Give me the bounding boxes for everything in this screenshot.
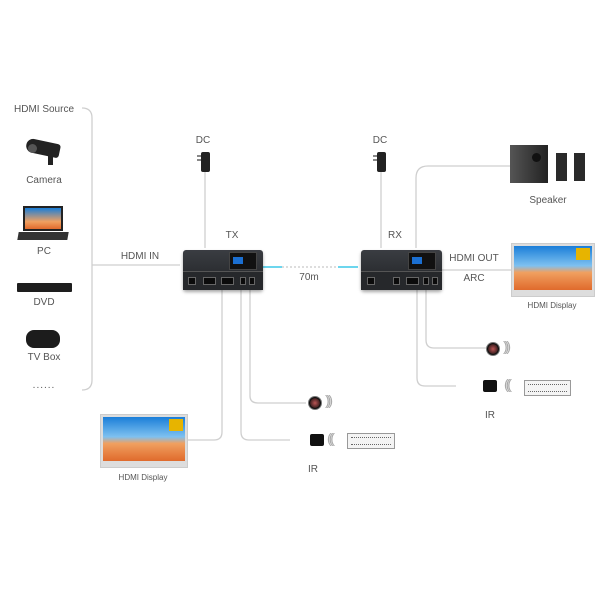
hdmi-out-label: HDMI OUT xyxy=(449,253,499,264)
rx-ir-receiver-cable xyxy=(425,290,486,349)
speaker-icon xyxy=(510,145,592,187)
rx-label: RX xyxy=(388,230,402,241)
tx-label: TX xyxy=(225,230,239,241)
rx-remote-icon xyxy=(524,380,571,396)
hdmi-in-label: HDMI IN xyxy=(120,251,160,262)
more-sources-ellipsis: ...... xyxy=(32,380,56,391)
rx-hdmi-display-icon xyxy=(511,243,595,297)
tx-hdmi-display-label: HDMI Display xyxy=(118,473,168,482)
distance-label: 70m xyxy=(299,272,319,283)
tx-ir-blaster-cable xyxy=(240,290,290,441)
tx-ir-receiver-cable xyxy=(249,290,306,404)
tx-ir-blaster-icon xyxy=(310,434,324,446)
camera-label: Camera xyxy=(26,175,62,186)
rx-dc-label: DC xyxy=(372,135,388,146)
camera-icon xyxy=(22,137,64,167)
rx-ir-blaster-signal-icon: ))) xyxy=(507,376,512,392)
laptop-icon xyxy=(17,206,69,244)
rx-unit xyxy=(361,250,442,290)
rx-ir-label: IR xyxy=(485,410,495,421)
speaker-label: Speaker xyxy=(529,195,567,206)
tx-power-adapter-icon xyxy=(197,152,210,172)
tx-ir-label: IR xyxy=(308,464,318,475)
tx-ir-signal-icon: ))) xyxy=(325,392,333,408)
hdmi-source-title: HDMI Source xyxy=(14,104,75,115)
rx-ir-blaster-icon xyxy=(483,380,497,392)
rx-ir-blaster-cable xyxy=(416,290,456,387)
tx-unit xyxy=(183,250,263,290)
tx-display-cable xyxy=(188,290,223,441)
dvd-player-icon xyxy=(17,283,72,292)
rx-ir-signal-icon: ))) xyxy=(503,338,511,354)
speaker-line xyxy=(415,165,512,248)
dvd-label: DVD xyxy=(33,297,55,308)
rx-power-adapter-icon xyxy=(373,152,386,172)
rx-ir-receiver-icon xyxy=(486,342,500,356)
tx-remote-icon xyxy=(347,433,395,449)
tx-ir-blaster-signal-icon: ))) xyxy=(330,430,335,446)
source-bracket xyxy=(81,107,93,391)
tx-dc-label: DC xyxy=(195,135,211,146)
tv-box-icon xyxy=(26,330,60,348)
rx-hdmi-display-label: HDMI Display xyxy=(527,301,577,310)
tx-hdmi-display-icon xyxy=(100,414,188,468)
pc-label: PC xyxy=(37,246,51,257)
tv-box-label: TV Box xyxy=(27,352,61,363)
tx-ir-receiver-icon xyxy=(308,396,322,410)
arc-label: ARC xyxy=(463,273,485,284)
